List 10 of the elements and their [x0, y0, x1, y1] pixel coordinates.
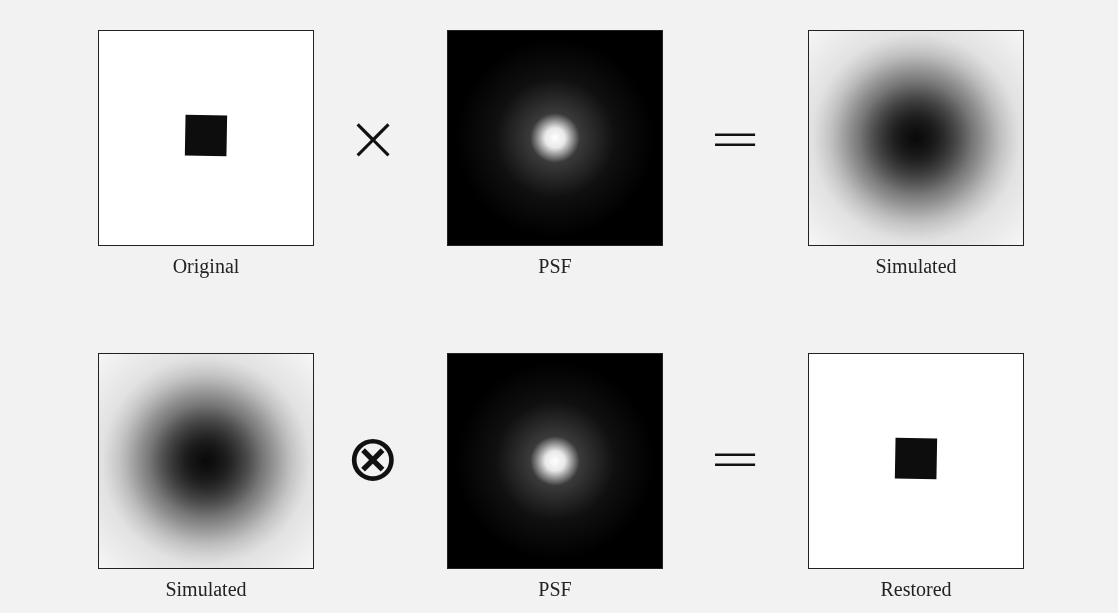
node-label: PSF [538, 579, 572, 599]
node-label: Simulated [875, 256, 957, 276]
operator-symbol: ⊗ [346, 426, 400, 490]
node-label: Simulated [165, 579, 247, 599]
operator-symbol: = [708, 426, 762, 490]
node-label: PSF [538, 256, 572, 276]
node-label: Original [172, 256, 240, 276]
operator-symbol: = [708, 106, 762, 170]
node-label: Restored [880, 579, 952, 599]
operator-symbol: × [346, 106, 400, 170]
